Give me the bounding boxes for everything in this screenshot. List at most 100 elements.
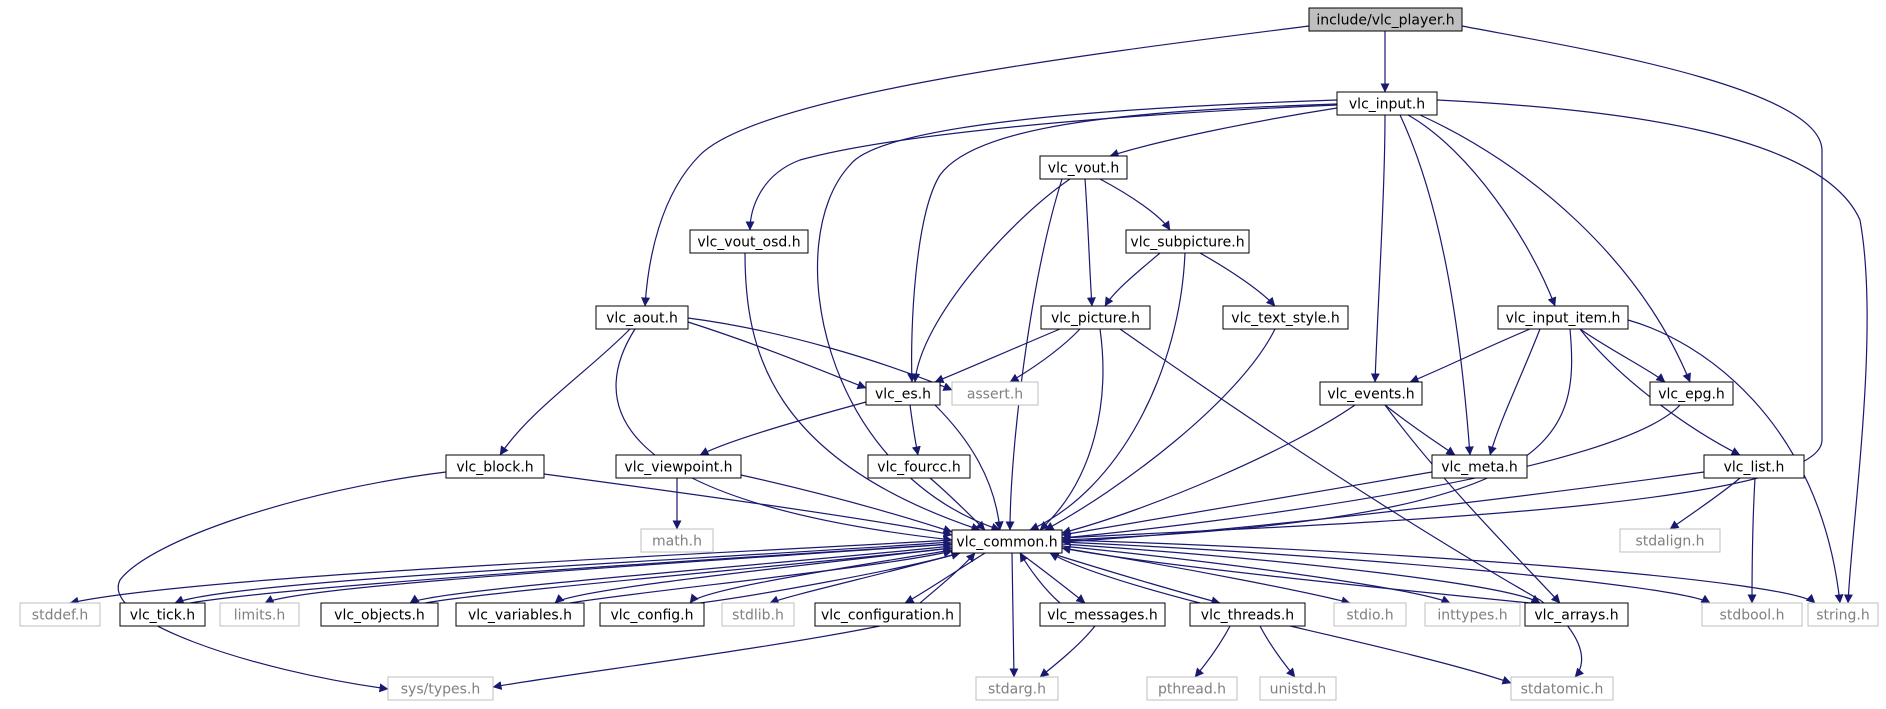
node-label: vlc_text_style.h	[1231, 311, 1339, 327]
edge-common-to-threads	[1049, 552, 1221, 606]
node-tick[interactable]: vlc_tick.h	[119, 602, 206, 627]
edge-messages-to-common	[1019, 552, 1061, 604]
edge-vout-to-common	[1005, 178, 1063, 531]
edge-input-to-vout	[1109, 107, 1338, 158]
node-box	[1510, 676, 1614, 701]
node-label: vlc_tick.h	[130, 608, 195, 624]
node-box	[1619, 528, 1721, 553]
edge-input-to-common	[816, 99, 1338, 532]
edge-configuration-to-systypes	[492, 625, 881, 690]
node-events[interactable]: vlc_events.h	[1319, 381, 1423, 406]
node-box	[219, 602, 300, 627]
node-label: vlc_configuration.h	[821, 608, 954, 624]
edge-common-to-configuration	[904, 552, 986, 604]
edge-aout-to-assert	[687, 317, 953, 391]
edge-input-to-epg	[1419, 114, 1691, 383]
node-label: assert.h	[967, 387, 1023, 403]
node-box	[865, 381, 941, 406]
node-box	[615, 454, 742, 479]
edge-common-to-tick	[174, 541, 953, 604]
node-label: vlc_es.h	[875, 387, 931, 403]
node-label: stdlib.h	[732, 608, 784, 624]
node-text-style[interactable]: vlc_text_style.h	[1222, 305, 1349, 330]
node-box	[119, 602, 206, 627]
node-vout[interactable]: vlc_vout.h	[1039, 155, 1128, 180]
node-label: vlc_common.h	[956, 535, 1057, 551]
node-input-item[interactable]: vlc_input_item.h	[1497, 305, 1629, 330]
node-objects[interactable]: vlc_objects.h	[320, 602, 439, 627]
node-unistd: unistd.h	[1259, 676, 1337, 701]
edge-player-to-common	[1061, 25, 1823, 543]
node-label: unistd.h	[1270, 682, 1327, 698]
node-box	[1701, 602, 1803, 627]
edge-list-to-stdalign	[1669, 477, 1741, 530]
node-vout-osd[interactable]: vlc_vout_osd.h	[689, 229, 809, 254]
edge-arrays-to-common	[1061, 545, 1531, 604]
node-meta[interactable]: vlc_meta.h	[1431, 454, 1528, 479]
edge-input-to-string	[1436, 99, 1868, 604]
node-es[interactable]: vlc_es.h	[865, 381, 941, 406]
edge-threads-to-pthread	[1194, 625, 1231, 678]
node-input[interactable]: vlc_input.h	[1336, 91, 1438, 116]
edge-threads-to-common	[1049, 552, 1201, 604]
edge-config-to-common	[699, 550, 961, 604]
node-common[interactable]: vlc_common.h	[951, 529, 1063, 554]
node-epg[interactable]: vlc_epg.h	[1649, 381, 1734, 406]
node-label: vlc_messages.h	[1047, 608, 1157, 624]
edge-common-to-limits	[264, 543, 953, 604]
node-arrays[interactable]: vlc_arrays.h	[1524, 602, 1629, 627]
edge-text_style-to-common	[1044, 328, 1276, 531]
edge-vout-to-es	[911, 178, 1071, 383]
node-box	[867, 454, 971, 479]
node-subpicture[interactable]: vlc_subpicture.h	[1125, 229, 1250, 254]
node-label: stddef.h	[32, 608, 88, 624]
node-block[interactable]: vlc_block.h	[445, 454, 545, 479]
node-label: vlc_block.h	[456, 460, 533, 476]
node-configuration[interactable]: vlc_configuration.h	[814, 602, 961, 627]
edge-subpicture-to-picture	[1104, 252, 1161, 307]
node-picture[interactable]: vlc_picture.h	[1040, 305, 1151, 330]
node-label: stdalign.h	[1635, 534, 1704, 550]
edge-aout-to-block	[499, 328, 631, 456]
node-variables[interactable]: vlc_variables.h	[455, 602, 585, 627]
node-box	[599, 602, 705, 627]
node-box	[1039, 155, 1128, 180]
node-fourcc[interactable]: vlc_fourcc.h	[867, 454, 971, 479]
node-messages[interactable]: vlc_messages.h	[1039, 602, 1166, 627]
node-label: vlc_vout.h	[1048, 161, 1119, 177]
edge-subpicture-to-common	[1029, 252, 1186, 531]
edge-layer	[69, 25, 1868, 693]
edge-subpicture-to-text_style	[1199, 252, 1276, 307]
node-box	[1333, 602, 1407, 627]
node-stdlib: stdlib.h	[721, 602, 795, 627]
node-box	[689, 229, 809, 254]
edge-common-to-arrays	[1061, 543, 1541, 604]
edge-input-to-meta	[1399, 114, 1474, 456]
node-box	[1146, 676, 1238, 701]
node-pthread: pthread.h	[1146, 676, 1238, 701]
node-config[interactable]: vlc_config.h	[599, 602, 705, 627]
edge-es-to-common	[934, 404, 1004, 531]
edge-common-to-objects	[409, 545, 953, 604]
node-threads[interactable]: vlc_threads.h	[1189, 602, 1306, 627]
edge-list-to-common	[1061, 471, 1705, 546]
edge-common-to-stdarg	[1009, 552, 1019, 678]
node-aout[interactable]: vlc_aout.h	[595, 305, 689, 330]
node-list[interactable]: vlc_list.h	[1703, 454, 1805, 479]
edge-picture-to-es	[934, 328, 1061, 384]
node-player[interactable]: include/vlc_player.h	[1308, 7, 1463, 32]
edge-player-to-aout	[641, 25, 1310, 307]
node-viewpoint[interactable]: vlc_viewpoint.h	[615, 454, 742, 479]
edge-variables-to-common	[569, 548, 953, 604]
node-label: vlc_subpicture.h	[1130, 235, 1244, 251]
node-label: pthread.h	[1158, 682, 1226, 698]
edge-meta-to-common	[1061, 471, 1433, 538]
edge-vout_osd-to-common	[744, 252, 981, 532]
node-label: vlc_input_item.h	[1506, 311, 1621, 327]
node-label: vlc_events.h	[1327, 387, 1414, 403]
node-box	[320, 602, 439, 627]
node-label: math.h	[652, 534, 702, 550]
edge-input-to-es	[907, 103, 1338, 383]
node-layer: include/vlc_player.h vlc_input.h vlc_vout.…	[19, 7, 1879, 701]
